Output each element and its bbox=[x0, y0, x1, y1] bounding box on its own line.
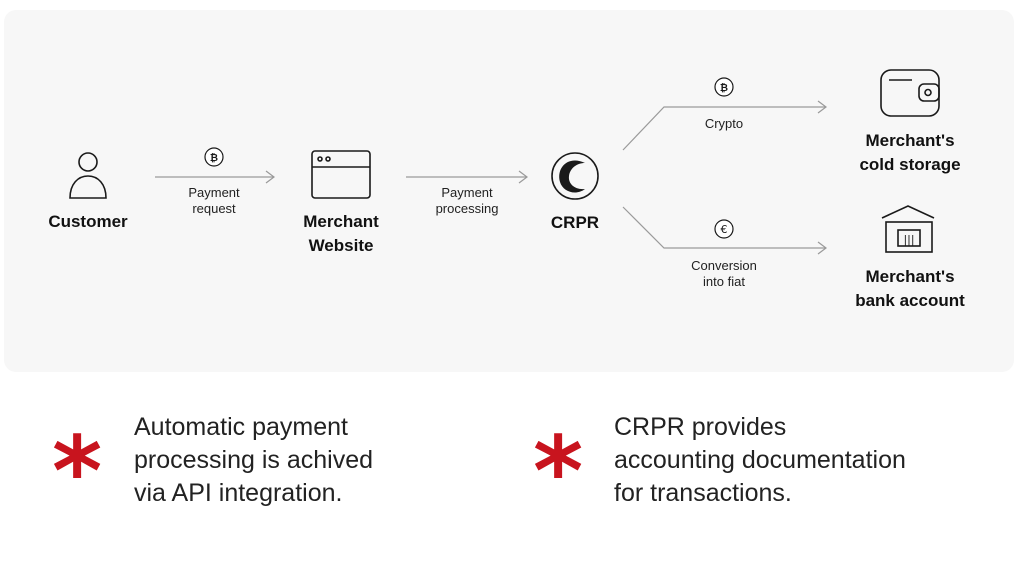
merchant-website-label-line1: Merchant bbox=[303, 212, 379, 231]
bitcoin-icon: ₿ bbox=[204, 147, 224, 167]
cold-storage-label-line2: cold storage bbox=[859, 155, 961, 174]
note-api-integration: Automatic payment processing is achived … bbox=[134, 411, 494, 510]
arrow-crypto bbox=[622, 100, 827, 151]
crpr-logo-icon bbox=[551, 152, 599, 200]
wallet-icon bbox=[880, 69, 940, 117]
edge-label-payment-request: Payment request bbox=[164, 185, 264, 217]
note-accounting-documentation: CRPR provides accounting documentation f… bbox=[614, 411, 974, 510]
asterisk-icon: * bbox=[533, 416, 584, 528]
svg-text:₿: ₿ bbox=[720, 82, 728, 94]
crypto-label: Crypto bbox=[704, 116, 744, 131]
arrow-payment-request bbox=[155, 170, 275, 184]
note-line: processing is achived bbox=[134, 446, 374, 474]
browser-window-icon bbox=[311, 150, 371, 199]
note-line: Automatic payment bbox=[134, 413, 348, 441]
arrow-conversion bbox=[622, 206, 827, 255]
payment-request-line1: Payment bbox=[188, 185, 240, 200]
bank-bars-glyph: ||| bbox=[903, 233, 914, 246]
note-line: accounting documentation bbox=[614, 446, 906, 474]
node-bank-account: Merchant's bank account bbox=[835, 265, 985, 313]
node-crpr: CRPR bbox=[525, 211, 625, 235]
note-line: via API integration. bbox=[134, 479, 343, 507]
conversion-line1: Conversion bbox=[691, 258, 757, 273]
node-cold-storage: Merchant's cold storage bbox=[835, 129, 985, 177]
edge-label-crypto: Crypto bbox=[674, 116, 774, 132]
euro-icon: € bbox=[714, 219, 734, 239]
note-line: CRPR provides bbox=[614, 413, 787, 441]
edge-label-payment-processing: Payment processing bbox=[417, 185, 517, 217]
conversion-line2: into fiat bbox=[703, 274, 745, 289]
bank-icon bbox=[881, 205, 935, 253]
note-line: for transactions. bbox=[614, 479, 792, 507]
diagram-panel bbox=[4, 10, 1014, 372]
payment-processing-line2: processing bbox=[435, 201, 499, 216]
payment-request-line2: request bbox=[192, 201, 236, 216]
merchant-website-label-line2: Website bbox=[308, 236, 374, 255]
customer-label: Customer bbox=[48, 212, 128, 231]
edge-label-conversion: Conversion into fiat bbox=[669, 258, 779, 290]
svg-text:€: € bbox=[721, 223, 728, 236]
node-customer: Customer bbox=[28, 210, 148, 234]
svg-text:₿: ₿ bbox=[210, 152, 218, 164]
node-merchant-website: Merchant Website bbox=[280, 210, 402, 258]
cold-storage-label-line1: Merchant's bbox=[865, 131, 955, 150]
bank-account-label-line2: bank account bbox=[855, 291, 965, 310]
arrow-payment-processing bbox=[406, 170, 528, 184]
bitcoin-icon-crypto: ₿ bbox=[714, 77, 734, 97]
bank-account-label-line1: Merchant's bbox=[865, 267, 955, 286]
payment-processing-line1: Payment bbox=[441, 185, 493, 200]
asterisk-icon: * bbox=[52, 416, 103, 528]
crpr-label: CRPR bbox=[550, 213, 600, 232]
person-icon bbox=[69, 152, 107, 199]
